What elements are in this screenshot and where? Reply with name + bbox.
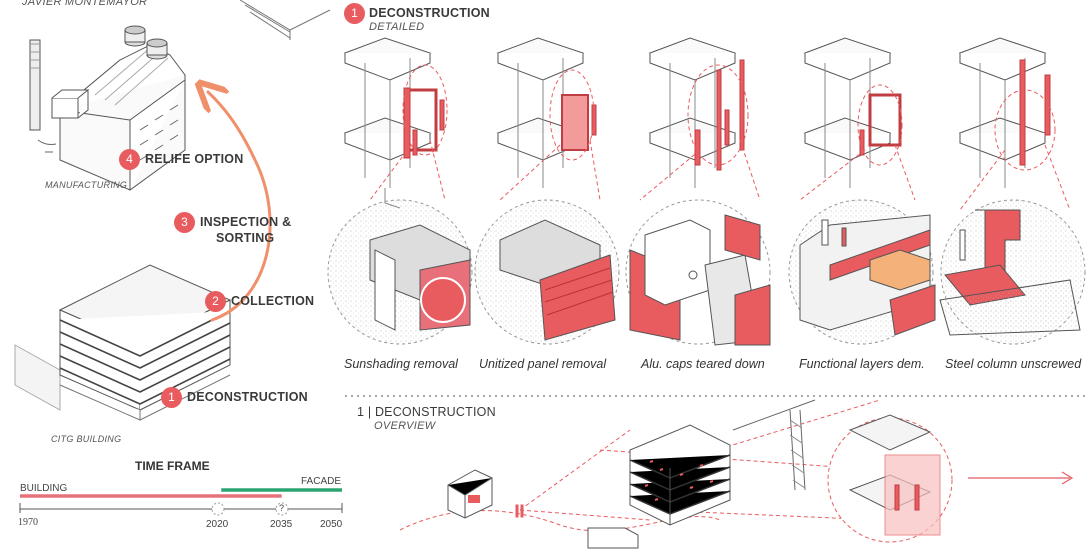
detail-1 xyxy=(369,224,471,331)
time-frame-title: TIME FRAME xyxy=(135,459,210,473)
tick-2035-question-mark: ? xyxy=(279,503,285,513)
overview-title: 1 | DECONSTRUCTION xyxy=(357,405,496,419)
tick-2035: 2035 xyxy=(270,519,293,530)
top-step-badge: 1 xyxy=(344,3,365,24)
citg-building xyxy=(14,264,232,421)
top-section-title: DECONSTRUCTION xyxy=(369,6,490,20)
step-2-badge: 2 xyxy=(205,291,226,312)
author-name: JAVIER MONTEMAYOR xyxy=(22,0,148,8)
detail-3 xyxy=(629,214,771,346)
step-4-label: RELIFE OPTION xyxy=(145,152,244,166)
tick-1970: 1970 xyxy=(18,517,38,528)
caption-unitized-panel: Unitized panel removal xyxy=(479,357,607,371)
tick-2020: 2020 xyxy=(206,519,229,530)
manufacturing-label: MANUFACTURING xyxy=(45,180,128,190)
time-frame-building-label: BUILDING xyxy=(20,483,68,494)
step-1-label: DECONSTRUCTION xyxy=(187,390,308,404)
tick-marker-2035 xyxy=(275,502,289,516)
top-section-subtitle: DETAILED xyxy=(369,21,425,33)
caption-alu-caps: Alu. caps teared down xyxy=(641,357,765,371)
detail-5 xyxy=(939,209,1081,336)
step-4-badge: 4 xyxy=(119,149,140,170)
caption-steel-column: Steel column unscrewed xyxy=(945,357,1082,371)
overview-scene xyxy=(399,399,1074,549)
caption-sunshading: Sunshading removal xyxy=(344,357,458,371)
citg-building-label: CITG BUILDING xyxy=(51,434,122,444)
tick-2050: 2050 xyxy=(320,519,343,530)
red-elements xyxy=(403,59,1051,171)
facade-modules xyxy=(343,37,1047,209)
overview-subtitle: OVERVIEW xyxy=(374,420,436,432)
time-frame-facade-label: FACADE xyxy=(301,476,342,487)
top-partial-building xyxy=(239,0,331,40)
tick-marker-2020 xyxy=(211,502,225,516)
step-2-label: COLLECTION xyxy=(231,294,315,308)
detail-4 xyxy=(799,214,936,336)
caption-functional-layers: Functional layers dem. xyxy=(799,357,925,371)
step-3-label-line2: SORTING xyxy=(216,231,275,245)
flow-arrow xyxy=(208,92,272,322)
time-frame-axis xyxy=(19,503,343,513)
step-3-badge: 3 xyxy=(174,212,195,233)
step-3-label-line1: INSPECTION & xyxy=(200,215,292,229)
detail-2 xyxy=(499,219,616,341)
step-1-badge: 1 xyxy=(161,387,182,408)
manufacturing-building xyxy=(29,25,186,191)
dashed-leaders xyxy=(369,64,1071,211)
